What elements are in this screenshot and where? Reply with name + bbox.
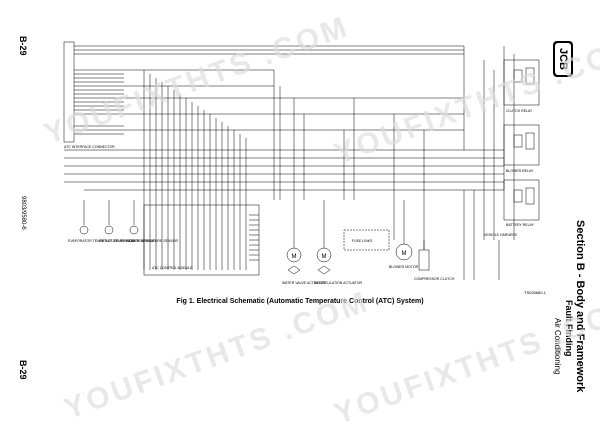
blower-relay-box [503,124,540,166]
label-water-valve: WATER VALVE ACTUATOR [282,281,326,285]
section-title: Section B - Body and Framework [574,220,586,393]
label-cab-sensor: CAB TEMPERATURE SENSOR [128,239,179,243]
document-reference: 9803/9580-6 [20,196,26,230]
interface-connector [63,41,75,143]
label-evap-sensor: EVAPORATOR TEMPERATURE SENSOR [68,239,135,243]
fuse-links-box [343,229,390,251]
figure-caption: Fig 1. Electrical Schematic (Automatic T… [176,298,424,305]
actuators: M M [286,200,332,275]
page-number-bottom: B-29 [18,360,28,380]
battery-relay-box [503,179,540,221]
subsection-title: Fault Finding [564,300,574,357]
module-pins [249,214,259,261]
label-interface-connector: ATC INTERFACE CONNECTOR [64,145,115,149]
topic-title: Air Conditioning [553,318,562,375]
bus-lines [64,45,504,191]
label-blower-relay: BLOWER RELAY [506,169,534,173]
clutch-relay-box [503,59,540,106]
label-recirc: RECIRCULATION ACTUATOR [314,281,363,285]
svg-text:M: M [402,251,407,257]
label-compressor: COMPRESSOR CLUTCH [414,277,455,281]
label-vehicle-harness: VEHICLE HARNESS [484,233,518,237]
label-battery-relay: BATTERY RELAY [506,223,535,227]
label-clutch-relay: CLUTCH RELAY [506,109,533,113]
compressor-clutch [418,249,430,271]
jcb-logo: JCB [552,40,574,83]
label-fuse-links: FUSE LINKS [352,239,373,243]
svg-text:M: M [292,254,297,260]
label-blower: BLOWER MOTOR [389,265,419,269]
figure-ref: TS028680-1 [524,290,547,295]
label-outlet-sensor: OUTLET TEMPERATURE SENSOR [99,239,156,243]
sensors [79,200,139,235]
relay-contacts [513,67,535,205]
page-number-top: B-29 [18,36,28,56]
electrical-schematic: M M M [63,41,547,295]
logo-text: JCB [557,48,569,70]
svg-text:M: M [322,254,327,260]
vertical-lines [143,46,515,270]
watermark: YOUFIXTHTS .COM [60,284,374,427]
connector-pin-lines [74,45,154,135]
label-control-module: ATC CONTROL MODULE [152,266,193,270]
